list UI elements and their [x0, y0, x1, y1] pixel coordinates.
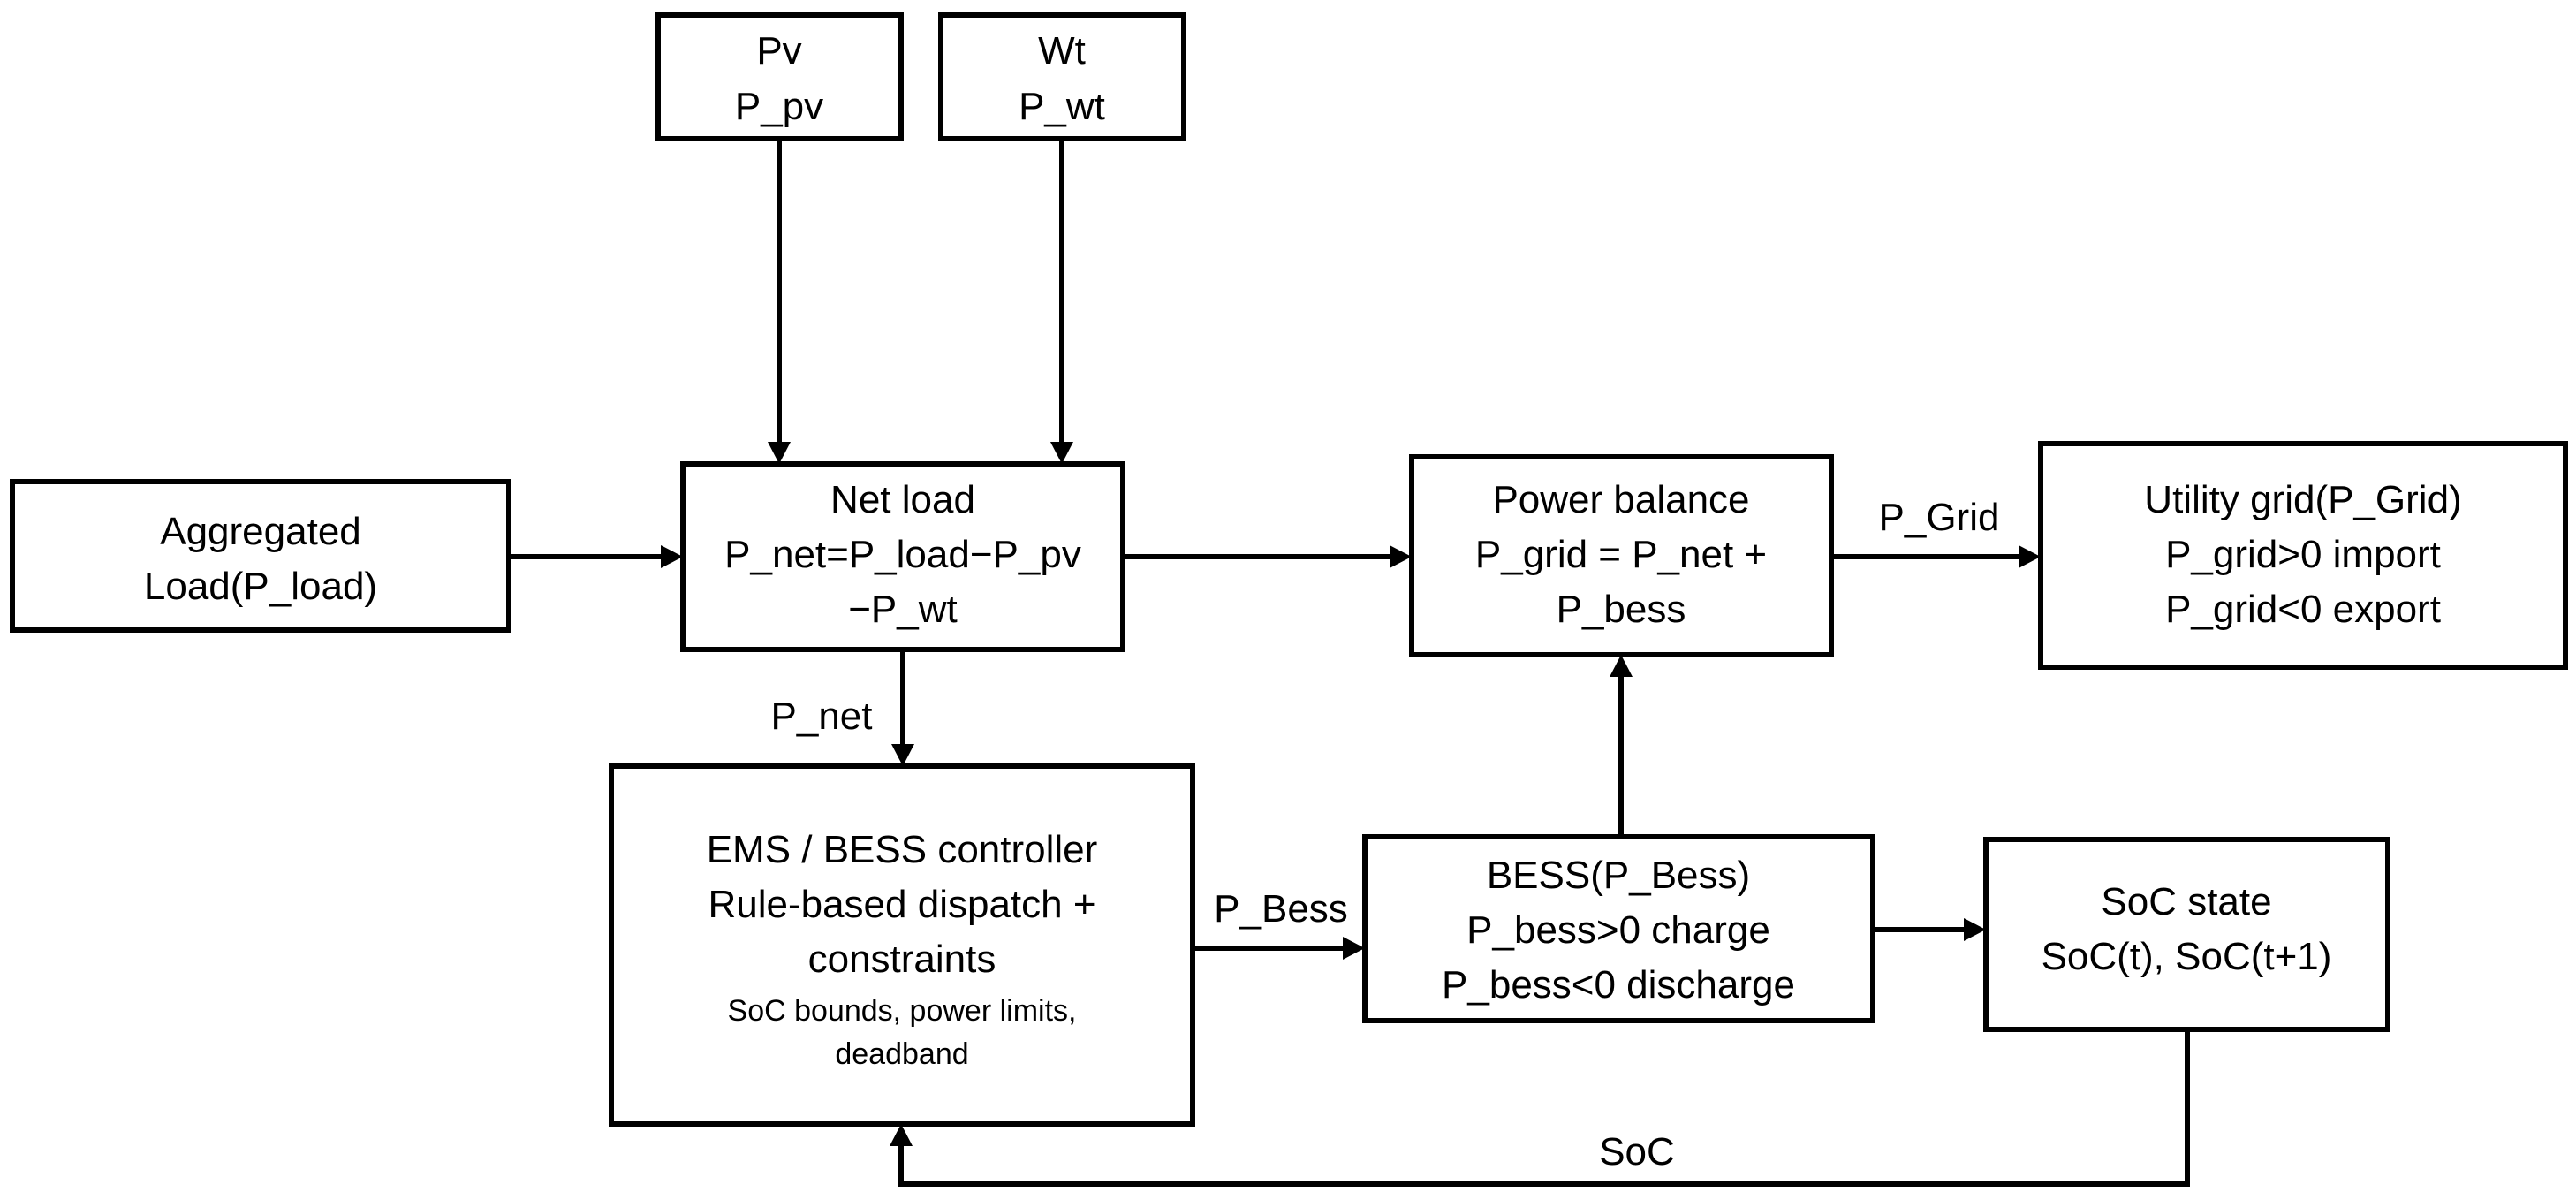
edge-label-p-grid: P_Grid — [1879, 496, 2000, 539]
arrow-net-load-to-power-balance — [1123, 545, 1412, 568]
bess-charge: P_bess>0 charge — [1466, 908, 1770, 952]
arrow-bess-to-power-balance — [1610, 655, 1633, 837]
utility-grid-import: P_grid>0 import — [2165, 533, 2441, 576]
utility-grid-node: Utility grid(P_Grid) P_grid>0 import P_g… — [2038, 441, 2568, 670]
utility-grid-export: P_grid<0 export — [2165, 588, 2441, 631]
power-balance-title: Power balance — [1492, 478, 1749, 521]
arrow-soc-feedback-to-ems — [890, 1029, 2190, 1187]
arrow-wt-to-net-load — [1050, 139, 1073, 464]
wt-power: P_wt — [1019, 85, 1105, 128]
ems-dispatch: Rule-based dispatch + — [708, 883, 1095, 926]
net-load-eq1: P_net=P_load−P_pv — [724, 533, 1081, 576]
arrow-power-balance-to-utility-grid — [1831, 545, 2041, 568]
bess-discharge: P_bess<0 discharge — [1442, 963, 1795, 1006]
utility-grid-title: Utility grid(P_Grid) — [2144, 478, 2461, 521]
arrow-load-to-net-load — [509, 545, 683, 568]
pv-node: Pv P_pv — [655, 12, 904, 141]
net-load-title: Net load — [830, 478, 975, 521]
ems-constraints: constraints — [808, 938, 996, 981]
load-title: Aggregated — [160, 510, 361, 553]
wt-node: Wt P_wt — [938, 12, 1186, 141]
ems-title: EMS / BESS controller — [707, 828, 1098, 871]
edge-label-p-net: P_net — [771, 695, 873, 738]
power-balance-node: Power balance P_grid = P_net + P_bess — [1409, 454, 1834, 657]
soc-state-title: SoC state — [2101, 880, 2271, 923]
power-balance-eq2: P_bess — [1557, 588, 1686, 631]
wt-title: Wt — [1038, 29, 1086, 72]
pv-title: Pv — [756, 29, 801, 72]
ems-constraint-list-2: deadband — [835, 1037, 968, 1071]
load-power: Load(P_load) — [144, 565, 377, 608]
arrow-pv-to-net-load — [768, 139, 791, 464]
ems-constraint-list-1: SoC bounds, power limits, — [728, 994, 1077, 1028]
edge-label-soc: SoC — [1599, 1130, 1675, 1173]
bess-node: BESS(P_Bess) P_bess>0 charge P_bess<0 di… — [1362, 834, 1875, 1023]
soc-state-node: SoC state SoC(t), SoC(t+1) — [1983, 837, 2390, 1032]
ems-controller-node: EMS / BESS controller Rule-based dispatc… — [609, 763, 1195, 1127]
bess-title: BESS(P_Bess) — [1487, 854, 1750, 897]
power-balance-eq1: P_grid = P_net + — [1475, 533, 1767, 576]
net-load-eq2: −P_wt — [848, 588, 958, 631]
aggregated-load-node: Aggregated Load(P_load) — [10, 479, 511, 633]
arrow-bess-to-soc-state — [1873, 918, 1986, 941]
soc-state-values: SoC(t), SoC(t+1) — [2042, 935, 2332, 978]
arrow-net-load-to-ems — [891, 649, 914, 766]
arrow-ems-to-bess — [1193, 937, 1365, 960]
pv-power: P_pv — [735, 85, 823, 128]
edge-label-p-bess: P_Bess — [1214, 887, 1348, 930]
net-load-node: Net load P_net=P_load−P_pv −P_wt — [680, 461, 1125, 652]
